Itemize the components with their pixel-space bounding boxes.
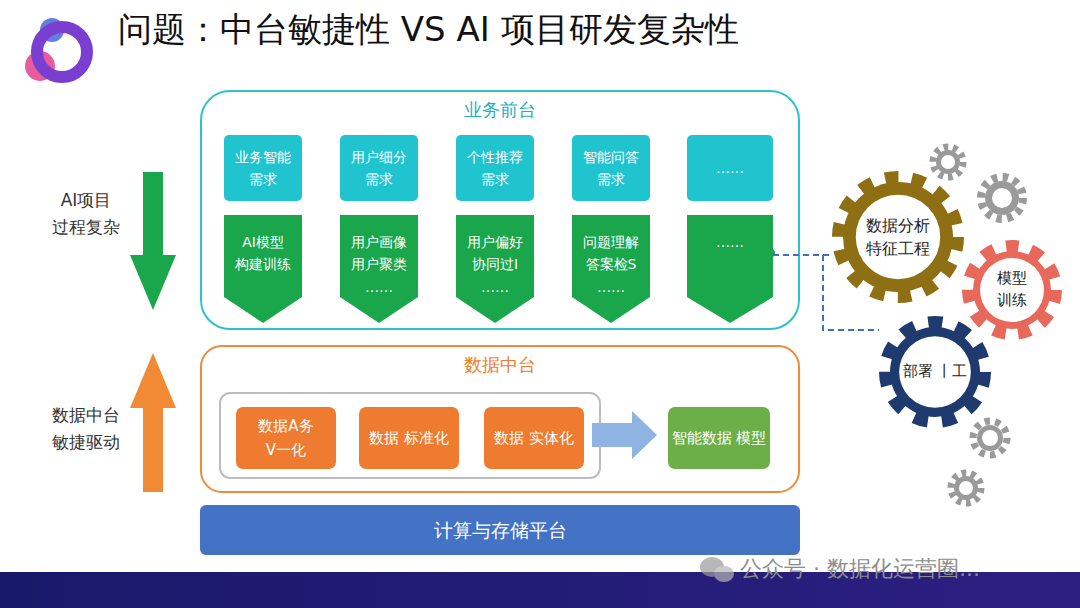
node-text: 用户细分 需求 [340,146,418,191]
pentagon-fill [687,215,773,323]
gear-shape [962,240,1062,340]
small-gear [973,421,1007,455]
gear-teeth [839,178,957,296]
node-text: 模型 训练 [981,268,1043,312]
node-text: 用户画像 用户聚类 …… [340,231,418,298]
process-box: 数据A务 V一化 [236,407,336,469]
front-frame: 业务前台业务智能 需求用户细分 需求个性推荐 需求智能问答 需求 …… AI模型 构… [200,90,800,330]
node-text: 用户偏好 协同过I …… [456,231,534,298]
gear-node: 数据分析 特征工程 [832,171,964,303]
demand-box: 业务智能 需求 [224,135,302,201]
node-text: AI模型 构建训练 [224,231,302,276]
gear-center [856,195,940,279]
node-text: 业务智能 需求 [224,146,302,191]
node-text: …… [687,231,773,253]
model-box: 智能数据 模型 [668,407,770,469]
gear-center [899,336,971,408]
small-gear [951,473,981,503]
node-text: 数据中台 [202,351,798,380]
demand-box: 智能问答 需求 [572,135,650,201]
task-pentagon: 问题理解 答案检S …… [572,215,650,323]
node-text: 数据A务 V一化 [236,414,336,462]
process-box: 数据 标准化 [359,407,459,469]
pentagon-shape [687,215,773,323]
gear-shape [832,171,964,303]
gear-node: 模型 训练 [962,240,1062,340]
task-pentagon: 用户画像 用户聚类 …… [340,215,418,323]
node-text: 数据分析 特征工程 [857,214,939,260]
node-text: 计算与存储平台 [200,515,800,545]
demand-box: …… [687,135,773,201]
task-pentagon: 用户偏好 协同过I …… [456,215,534,323]
gear-center [980,258,1044,322]
group-frame [220,393,600,478]
node-text: …… [687,157,773,179]
gear-body [890,327,980,417]
block-arrow [592,411,657,459]
task-pentagon: …… [687,215,773,323]
small-gear [981,177,1023,219]
node-text: 业务前台 [202,96,798,125]
dashed-connector [773,255,879,330]
gear-body [973,251,1051,329]
node-text: 智能问答 需求 [572,146,650,191]
gear-teeth [886,323,984,421]
gear-node: 部署 丨工 [879,316,991,428]
pentagon-fill [340,215,418,323]
gear-body [843,182,953,292]
down-arrow [130,172,176,310]
node-text: 数据 标准化 [359,426,459,450]
platform-frame: 数据中台数据A务 V一化数据 标准化 数据 实体化 智能数据 模型 [200,345,800,493]
pentagon-fill [456,215,534,323]
up-arrow [130,353,176,492]
small-gear [933,147,963,177]
platform-band: 计算与存储平台 [200,505,800,555]
label: AI项目 过程复杂 [38,187,134,241]
process-box: 数据 实体化 [484,407,584,469]
watermark-icon [700,557,734,582]
label: 公众号 · 数据化运营圈... [740,551,1080,586]
pentagon-fill [572,215,650,323]
node-text: 智能数据 模型 [668,426,770,450]
gear-teeth [969,247,1055,333]
demand-box: 个性推荐 需求 [456,135,534,201]
pentagon-fill [224,215,302,323]
dashed-connector [773,254,832,256]
node-text: 个性推荐 需求 [456,146,534,191]
label: 数据中台 敏捷驱动 [36,402,136,456]
logo-ring [37,27,87,77]
task-pentagon: AI模型 构建训练 [224,215,302,323]
node-text: 数据 实体化 [484,426,584,450]
title: 问题：中台敏捷性 VS AI 项目研发复杂性 [118,6,739,54]
node-text: 问题理解 答案检S …… [572,231,650,298]
demand-box: 用户细分 需求 [340,135,418,201]
node-text: 部署 丨工 [901,361,970,383]
